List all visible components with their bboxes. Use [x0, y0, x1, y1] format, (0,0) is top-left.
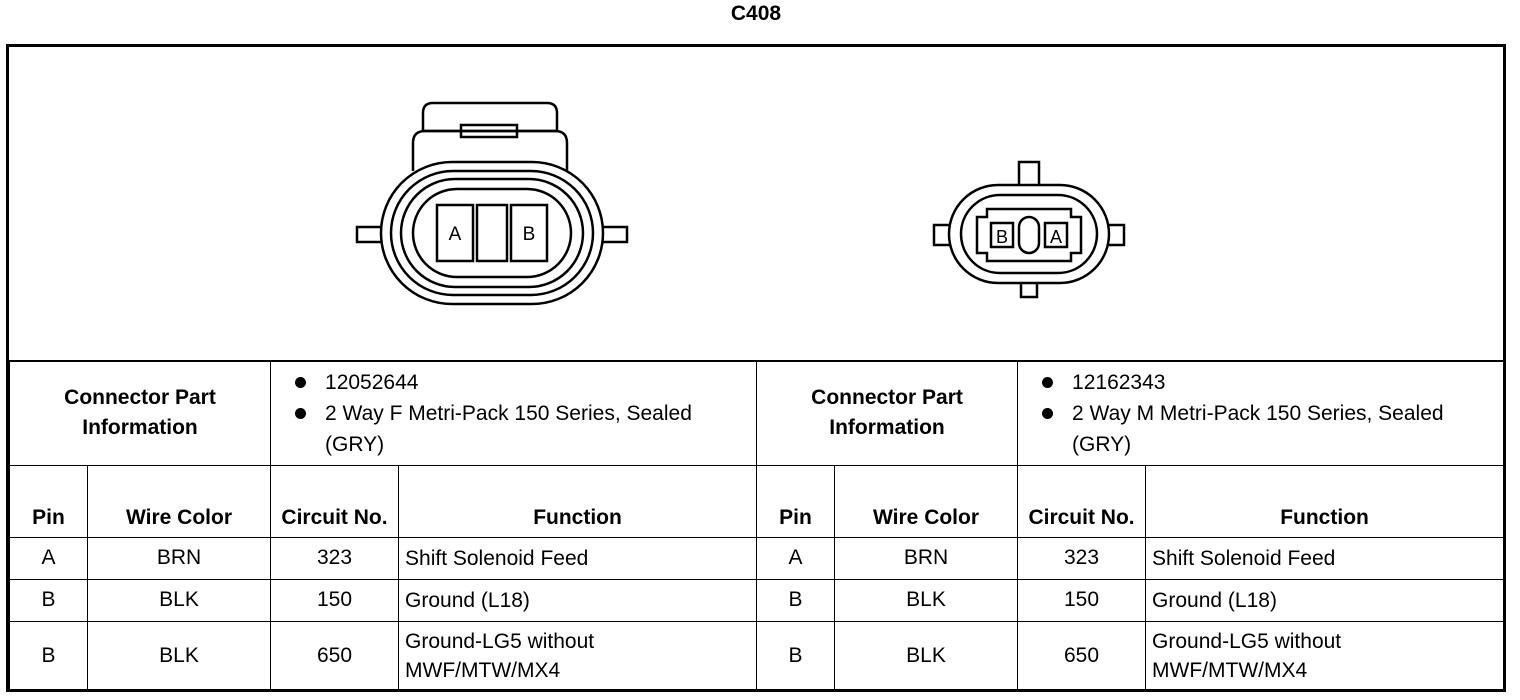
- circuit-cell: 323: [1017, 536, 1147, 580]
- left-wire-color-header: Wire Color: [86, 464, 272, 538]
- right-connector-part-label: Connector Part Information: [756, 359, 1019, 466]
- function-cell: Ground-LG5 without MWF/MTW/MX4: [398, 620, 758, 693]
- left-part-number: 12052644: [291, 367, 750, 398]
- right-function-header: Function: [1145, 464, 1505, 538]
- function-cell: Ground (L18): [398, 578, 758, 622]
- pin-cell: B: [756, 620, 836, 693]
- page-title: C408: [730, 2, 782, 25]
- circuit-cell: 650: [1017, 620, 1147, 693]
- right-part-number: 12162343: [1038, 367, 1497, 398]
- circuit-cell: 650: [270, 620, 400, 693]
- left-connector-part-label: Connector Part Information: [8, 359, 272, 466]
- pin-cell: A: [756, 536, 836, 580]
- wire-color-cell: BLK: [834, 620, 1019, 693]
- circuit-cell: 323: [270, 536, 400, 580]
- function-cell: Ground (L18): [1145, 578, 1505, 622]
- pin-cell: A: [9, 536, 88, 580]
- wire-color-cell: BLK: [86, 578, 272, 622]
- right-pin-header: Pin: [756, 464, 836, 538]
- function-cell: Shift Solenoid Feed: [1145, 536, 1505, 580]
- female-cavity-b-label: B: [523, 224, 536, 245]
- wire-color-cell: BRN: [834, 536, 1019, 580]
- male-cavity-b-label: B: [996, 227, 1008, 247]
- left-circuit-header: Circuit No.: [270, 464, 400, 538]
- circuit-cell: 150: [1017, 578, 1147, 622]
- connector-diagrams: A B B A: [9, 47, 1503, 360]
- right-connector-part-info: 12162343 2 Way M Metri-Pack 150 Series, …: [1017, 359, 1505, 466]
- function-cell: Ground-LG5 without MWF/MTW/MX4: [1145, 620, 1505, 693]
- table-row: B BLK 650 Ground-LG5 without MWF/MTW/MX4…: [9, 620, 1505, 693]
- pin-cell: B: [9, 578, 88, 622]
- female-cavity-a-label: A: [449, 224, 462, 245]
- male-cavity-a-label: A: [1050, 227, 1062, 247]
- right-part-description: 2 Way M Metri-Pack 150 Series, Sealed (G…: [1038, 398, 1497, 460]
- wire-color-cell: BRN: [86, 536, 272, 580]
- left-pin-header: Pin: [9, 464, 88, 538]
- circuit-cell: 150: [270, 578, 400, 622]
- left-connector-part-info: 12052644 2 Way F Metri-Pack 150 Series, …: [270, 359, 758, 466]
- left-part-description: 2 Way F Metri-Pack 150 Series, Sealed (G…: [291, 398, 750, 460]
- pin-cell: B: [756, 578, 836, 622]
- pin-cell: B: [9, 620, 88, 693]
- function-cell: Shift Solenoid Feed: [398, 536, 758, 580]
- connector-part-info-row: Connector Part Information 12052644 2 Wa…: [8, 359, 1505, 466]
- female-connector-diagram: [355, 101, 629, 306]
- right-circuit-header: Circuit No.: [1017, 464, 1147, 538]
- left-function-header: Function: [398, 464, 758, 538]
- male-connector-diagram: [932, 160, 1126, 299]
- connector-drawings-svg: A B B A: [355, 101, 1126, 306]
- wire-color-cell: BLK: [86, 620, 272, 693]
- right-wire-color-header: Wire Color: [834, 464, 1019, 538]
- table-row: A BRN 323 Shift Solenoid Feed A BRN 323 …: [9, 536, 1505, 580]
- pinout-table: Connector Part Information 12052644 2 Wa…: [8, 359, 1505, 693]
- connector-frame: A B B A: [6, 44, 1506, 693]
- table-row: B BLK 150 Ground (L18) B BLK 150 Ground …: [9, 578, 1505, 622]
- wire-color-cell: BLK: [834, 578, 1019, 622]
- column-header-row: Pin Wire Color Circuit No. Function Pin …: [9, 464, 1505, 538]
